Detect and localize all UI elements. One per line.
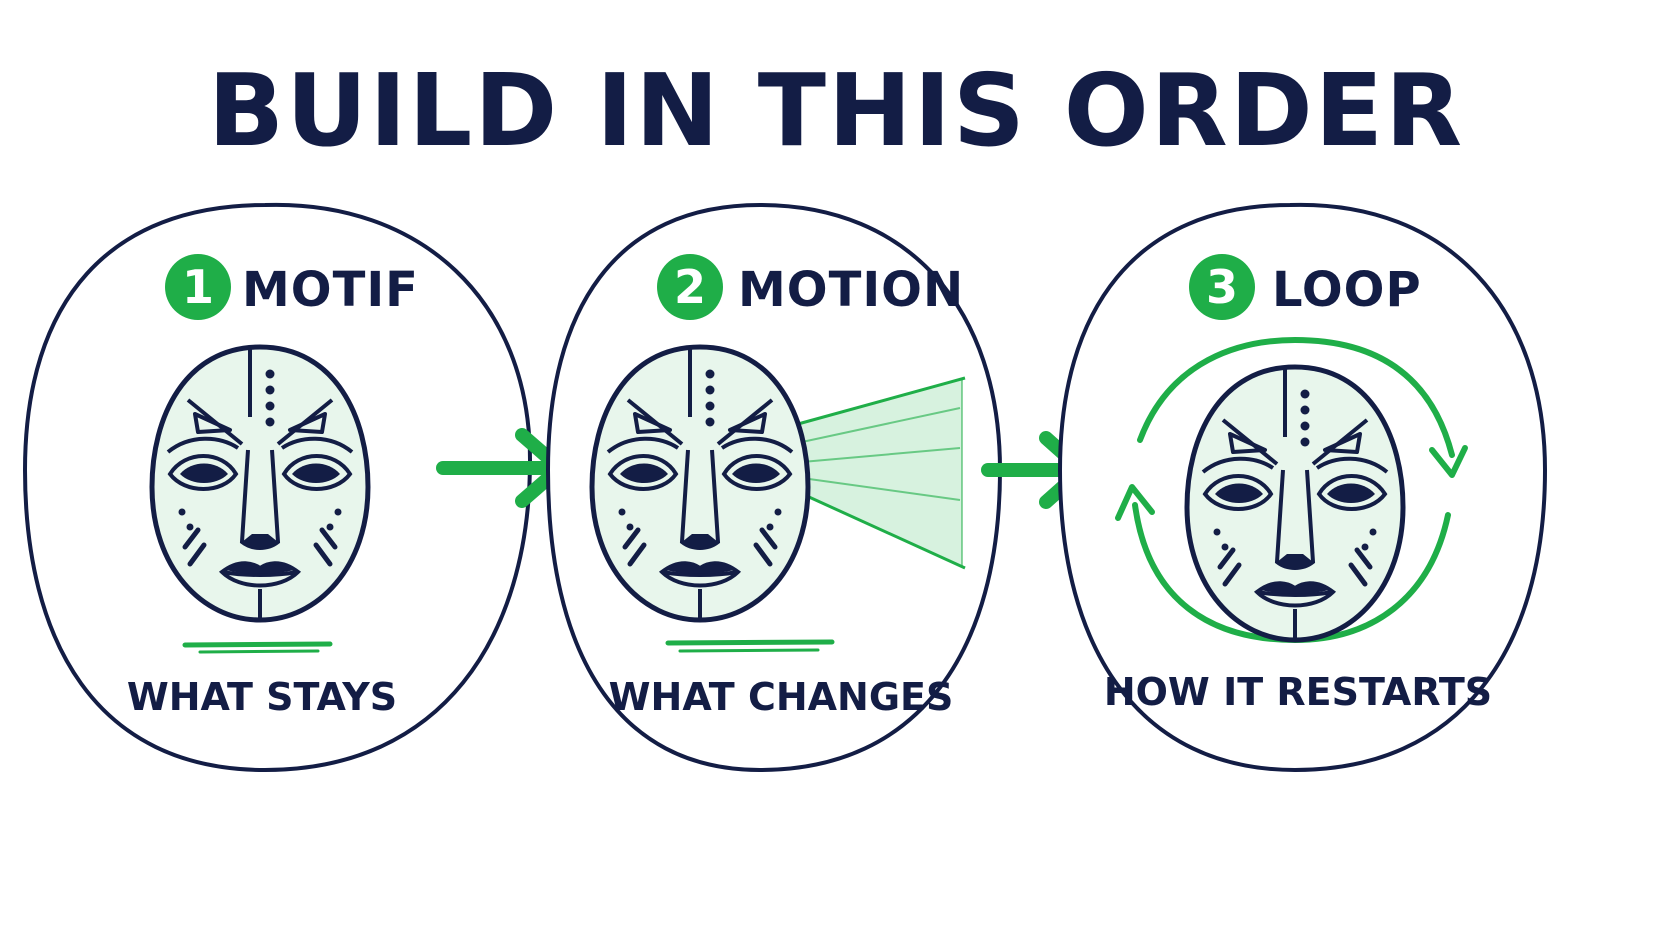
step-1-number-badge [165,254,231,320]
step-1-card: 1 MOTIF WHAT STAYS [22,202,533,773]
tribal-mask-icon [592,347,808,620]
step-3-badge: 3 [1189,254,1255,320]
page-title: BUILD IN THIS ORDER [208,52,1464,169]
step-2-badge: 2 [657,254,723,320]
step-1-badge: 1 [165,254,231,320]
tribal-mask-icon [152,347,368,620]
step-2-number: 2 [674,260,706,314]
tribal-mask-icon [1187,367,1403,640]
step-2-card: 2 MOTION WHAT CHANGES [545,202,1003,773]
underline-stroke [182,641,333,654]
step-3-number: 3 [1206,260,1238,314]
step-3-number-badge [1189,254,1255,320]
step-3-label: LOOP [1272,262,1422,318]
motion-lines-icon [796,376,966,570]
step-2-label: MOTION [738,262,964,318]
step-2-number-badge [657,254,723,320]
underline-stroke [665,639,835,653]
step-1-label: MOTIF [242,262,419,318]
step-2-caption: WHAT CHANGES [609,675,954,719]
step-3-caption: HOW IT RESTARTS [1104,670,1492,714]
step-3-card: 3 LOOP HOW IT RESTARTS [1057,202,1548,773]
step-1-caption: WHAT STAYS [127,675,397,719]
step-1-number: 1 [182,260,214,314]
